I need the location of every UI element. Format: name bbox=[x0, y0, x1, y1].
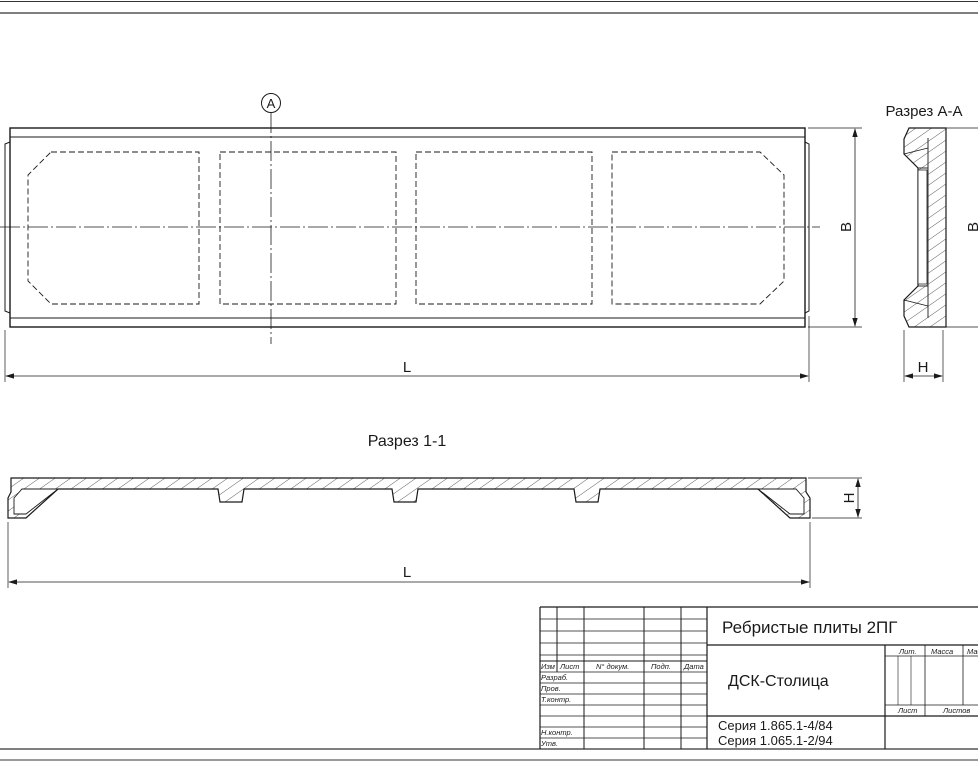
plan-dim-length-label: L bbox=[403, 359, 411, 376]
svg-text:А: А bbox=[267, 96, 276, 111]
svg-text:Подп.: Подп. bbox=[651, 662, 671, 671]
section-11-dim-height bbox=[808, 477, 862, 519]
section-11-dim-length bbox=[7, 522, 811, 588]
section-11-profile bbox=[7, 477, 811, 519]
svg-text:Масса: Масса bbox=[931, 647, 953, 656]
plan-dim-width-label: B bbox=[838, 222, 855, 232]
centerlines bbox=[0, 113, 820, 344]
plan-view: А L B bbox=[0, 93, 862, 382]
hidden-panels bbox=[27, 151, 785, 305]
series-1: Серия 1.865.1-4/84 bbox=[718, 718, 833, 733]
svg-text:Масштаб: Масштаб bbox=[967, 647, 978, 656]
svg-text:Т.контр.: Т.контр. bbox=[541, 695, 571, 704]
slab-outline bbox=[4, 127, 810, 328]
title-block-roles: Разраб. Пров. Т.контр. Н.контр. Утв. bbox=[540, 673, 573, 748]
svg-text:Пров.: Пров. bbox=[541, 684, 561, 693]
svg-text:Дата: Дата bbox=[683, 662, 704, 671]
section-aa: Разрез А-А B H bbox=[886, 103, 978, 382]
plan-dim-width bbox=[808, 127, 862, 328]
title-block-right-headers: Лит. Масса Масштаб Лист Листов bbox=[897, 647, 978, 715]
svg-text:Лист: Лист bbox=[897, 706, 917, 715]
organization-name: ДСК-Столица bbox=[728, 673, 829, 690]
svg-text:Листов: Листов bbox=[942, 706, 970, 715]
section-aa-title: Разрез А-А bbox=[886, 103, 963, 120]
title-block-headers: Изм Лист N° докум. Подп. Дата bbox=[541, 662, 704, 671]
svg-text:Н.контр.: Н.контр. bbox=[541, 728, 573, 737]
series-2: Серия 1.065.1-2/94 bbox=[718, 733, 833, 748]
svg-text:Лист: Лист bbox=[559, 662, 579, 671]
svg-text:Лит.: Лит. bbox=[898, 647, 917, 656]
section-aa-dim-height bbox=[903, 330, 944, 382]
svg-text:Разраб.: Разраб. bbox=[541, 673, 568, 682]
section-11-dim-length-label: L bbox=[403, 564, 411, 581]
section-11: Разрез 1-1 H L bbox=[7, 433, 862, 588]
drawing-title: Ребристые плиты 2ПГ bbox=[722, 618, 897, 637]
section-aa-dim-width-label: B bbox=[965, 222, 978, 232]
section-11-dim-height-label: H bbox=[841, 493, 858, 504]
svg-text:Изм: Изм bbox=[541, 662, 555, 671]
section-11-title: Разрез 1-1 bbox=[368, 433, 447, 450]
title-block bbox=[539, 606, 978, 749]
svg-text:Утв.: Утв. bbox=[540, 739, 558, 748]
svg-text:N° докум.: N° докум. bbox=[596, 662, 629, 671]
section-aa-dim-height-label: H bbox=[918, 359, 929, 376]
section-marker-a: А bbox=[261, 93, 281, 113]
